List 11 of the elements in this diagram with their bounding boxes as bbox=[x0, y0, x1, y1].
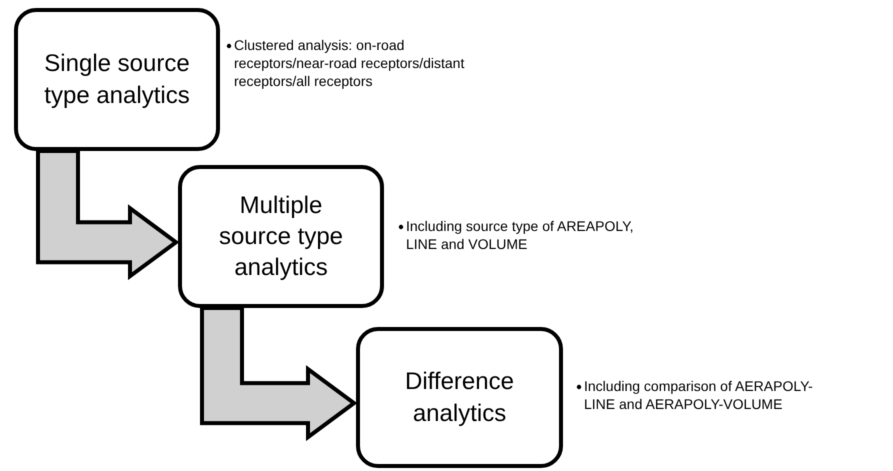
process-box bbox=[178, 165, 384, 308]
block-arrow bbox=[200, 306, 358, 442]
note-text: Including comparison of AERAPOLY-LINE and AERAPOLY-VOLUME bbox=[584, 377, 814, 414]
box-title: Multiple source type analytics bbox=[218, 190, 344, 284]
note-text: Including source type of AREAPOLY, LINE and VOLUME bbox=[406, 217, 635, 254]
note-text: Clustered analysis: on-road receptors/near-road receptors/distant receptors/all receptors bbox=[234, 36, 466, 91]
box-title: Single source type analytics bbox=[43, 49, 191, 110]
process-box bbox=[356, 327, 563, 468]
block-arrow bbox=[36, 149, 180, 280]
process-box bbox=[14, 8, 220, 151]
box-title: Difference analytics bbox=[404, 367, 515, 428]
